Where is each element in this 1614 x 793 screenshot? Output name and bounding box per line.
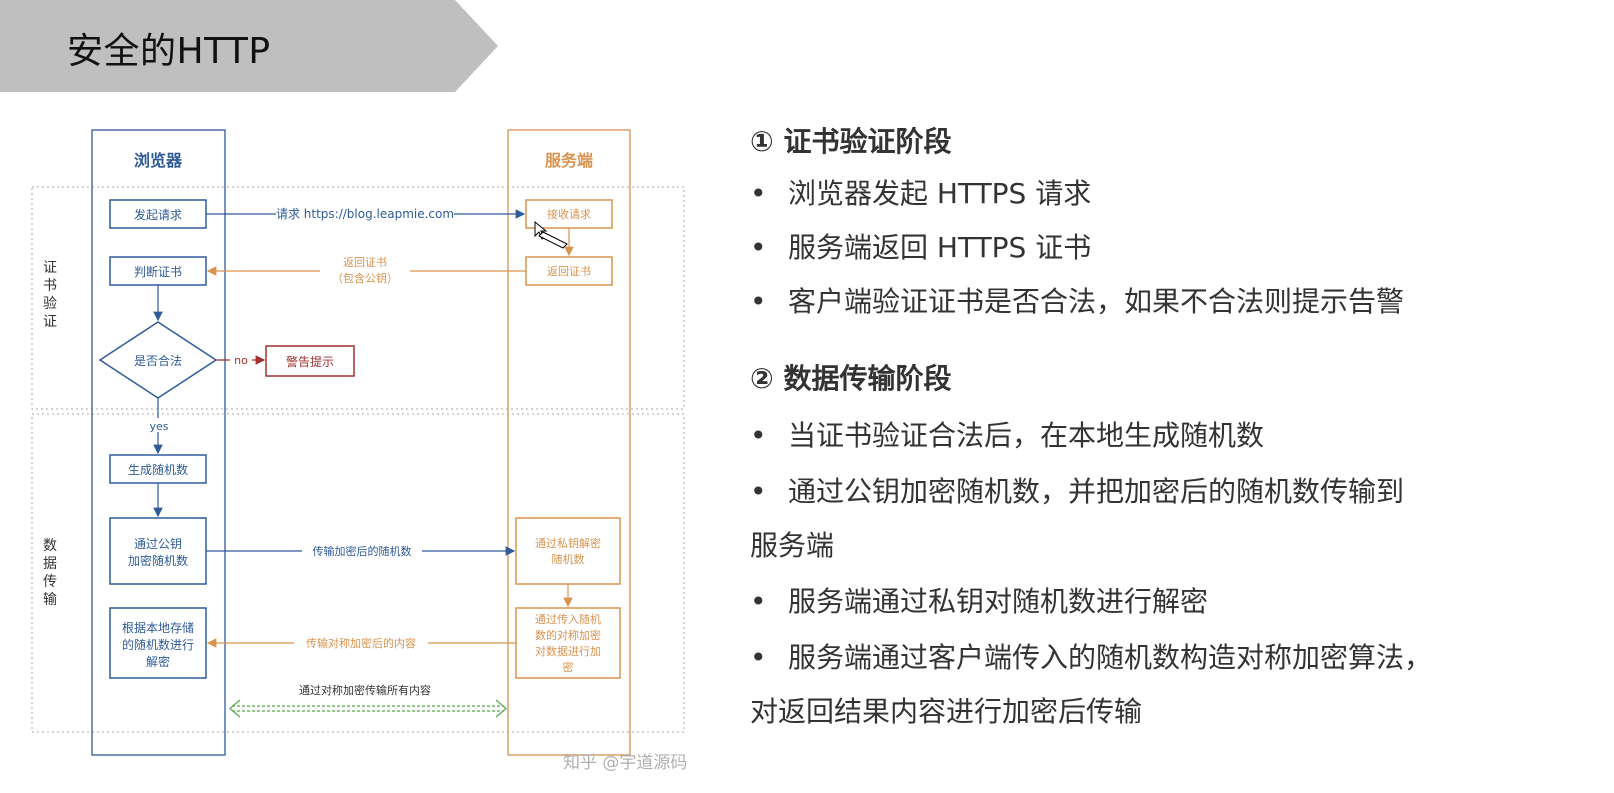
section-data-item: • 当证书验证合法后，在本地生成随机数 xyxy=(750,414,1264,454)
node-encrypt-random-label: 通过公钥 xyxy=(134,537,182,551)
edge-send-sym-content-label: 传输对称加密后的内容 xyxy=(306,636,416,650)
https-flow-diagram: 浏览器 服务端 证 书 验 证 数 据 传 输 发起请求 判断证书 是否合法 生… xyxy=(31,129,685,756)
section-cert-title: ① 证书验证阶段 xyxy=(750,125,952,158)
node-return-cert xyxy=(525,256,613,286)
edge-label-bg xyxy=(302,543,422,559)
phase-cert-char: 验 xyxy=(43,296,57,312)
node-encrypt-random xyxy=(109,517,207,585)
node-judge-cert-label: 判断证书 xyxy=(134,264,182,279)
node-receive-request xyxy=(525,199,613,229)
node-decrypt-random-label: 通过私钥解密 xyxy=(535,536,601,550)
slide-title: 安全的HTTP xyxy=(67,31,271,72)
edge-no-label: no xyxy=(234,354,248,367)
phase-data-char: 据 xyxy=(43,556,57,572)
bullet-icon: • xyxy=(750,419,767,452)
node-warning xyxy=(265,345,355,377)
edge-label-bg xyxy=(294,635,428,651)
bullet-icon: • xyxy=(750,641,767,674)
phase-cert-area xyxy=(31,186,685,410)
node-sym-encrypt xyxy=(515,607,621,679)
node-gen-random xyxy=(109,454,207,484)
edge-label-bg xyxy=(146,418,172,432)
node-decrypt-random-label: 随机数 xyxy=(552,552,585,566)
edge-label-bg xyxy=(230,352,252,366)
bullet-icon: • xyxy=(750,177,767,210)
phase-data-area xyxy=(31,413,685,733)
section-data-item: • 服务端通过私钥对随机数进行解密 xyxy=(750,580,1208,620)
node-sym-encrypt-label: 密 xyxy=(563,660,574,674)
section-data-item-text: 通过公钥加密随机数，并把加密后的随机数传输到 xyxy=(788,475,1405,508)
browser-lane xyxy=(91,129,226,756)
node-local-decrypt-label: 根据本地存储 xyxy=(122,620,194,635)
section-cert-item-text: 服务端返回 HTTPS 证书 xyxy=(788,231,1092,264)
section-data-item-continuation: 服务端 xyxy=(750,529,835,562)
node-receive-request-label: 接收请求 xyxy=(547,207,591,221)
node-sym-encrypt-label: 对数据进行加 xyxy=(535,644,601,658)
edge-yes-label: yes xyxy=(149,420,168,433)
cursor-icon xyxy=(534,220,568,249)
section-data-item-continuation: 对返回结果内容进行加密后传输 xyxy=(750,695,1143,728)
bullet-icon: • xyxy=(750,285,767,318)
edge-all-encrypted-label: 通过对称加密传输所有内容 xyxy=(299,683,431,697)
node-sym-encrypt-label: 数的对称加密 xyxy=(535,628,601,642)
edge-request-label: 请求 https://blog.leapmie.com xyxy=(276,207,454,221)
server-lane-label: 服务端 xyxy=(545,151,593,170)
phase-cert-char: 书 xyxy=(43,278,57,294)
watermark: 知乎 @宇道源码 xyxy=(563,753,688,773)
phase-cert-char: 证 xyxy=(43,314,57,330)
edge-all-encrypted-right-arrow xyxy=(495,699,507,718)
edge-send-encrypted-label: 传输加密后的随机数 xyxy=(313,544,412,558)
node-is-valid-label: 是否合法 xyxy=(134,353,182,368)
phase-cert-char: 证 xyxy=(43,260,57,276)
section-cert-item: • 浏览器发起 HTTPS 请求 xyxy=(750,172,1091,212)
phase-data-char: 数 xyxy=(43,538,57,554)
node-local-decrypt-label: 的随机数进行 xyxy=(122,637,194,652)
section-data-item-text: 服务端通过私钥对随机数进行解密 xyxy=(788,585,1209,618)
edge-all-encrypted-left-arrow xyxy=(229,699,241,718)
section-cert-item-text: 浏览器发起 HTTPS 请求 xyxy=(788,177,1092,210)
section-data-title: ② 数据传输阶段 xyxy=(750,362,952,395)
section-cert-item-text: 客户端验证证书是否合法，如果不合法则提示告警 xyxy=(788,285,1405,318)
node-decrypt-random xyxy=(515,517,621,585)
phase-data-char: 传 xyxy=(43,574,57,590)
phase-data-char: 输 xyxy=(43,592,57,608)
bullet-icon: • xyxy=(750,231,767,264)
node-encrypt-random-label: 加密随机数 xyxy=(128,553,188,568)
node-gen-random-label: 生成随机数 xyxy=(128,462,188,477)
node-judge-cert xyxy=(109,256,207,286)
node-local-decrypt xyxy=(109,607,207,679)
bullet-icon: • xyxy=(750,585,767,618)
edge-return-cert-label: 返回证书 xyxy=(343,256,387,269)
node-sym-encrypt-label: 通过传入随机 xyxy=(535,612,601,626)
node-return-cert-label: 返回证书 xyxy=(547,265,591,278)
section-data-item: • 通过公钥加密随机数，并把加密后的随机数传输到 xyxy=(750,470,1404,510)
bullet-icon: • xyxy=(750,475,767,508)
edge-return-cert-label: （包含公钥） xyxy=(332,271,398,285)
browser-lane-label: 浏览器 xyxy=(134,151,183,170)
section-data-item-text: 当证书验证合法后，在本地生成随机数 xyxy=(788,419,1265,452)
section-cert-item: • 服务端返回 HTTPS 证书 xyxy=(750,226,1091,266)
node-local-decrypt-label: 解密 xyxy=(146,654,170,669)
section-data-item: • 服务端通过客户端传入的随机数构造对称加密算法， xyxy=(750,636,1432,676)
node-warning-label: 警告提示 xyxy=(286,354,334,369)
title-banner xyxy=(0,0,498,92)
section-data-item-text: 服务端通过客户端传入的随机数构造对称加密算法， xyxy=(788,641,1433,674)
edge-label-bg xyxy=(320,253,410,287)
section-cert-item: • 客户端验证证书是否合法，如果不合法则提示告警 xyxy=(750,280,1404,320)
node-send-request-label: 发起请求 xyxy=(134,207,182,222)
server-lane xyxy=(507,129,631,756)
edge-label-bg xyxy=(276,204,454,222)
